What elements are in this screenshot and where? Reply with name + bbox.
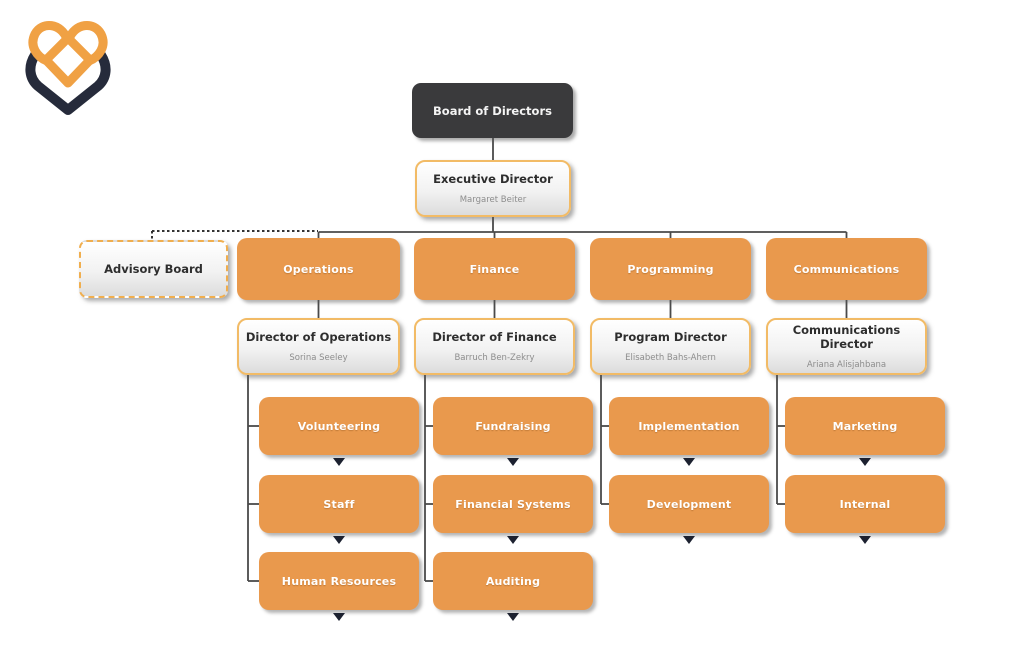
node-title: Operations [283, 262, 354, 276]
node-title: Director of Operations [245, 330, 392, 344]
node-title: Marketing [832, 419, 898, 433]
expand-arrow-icon[interactable] [507, 536, 519, 544]
node-program-director[interactable]: Program Director Elisabeth Bahs-Ahern [590, 318, 751, 375]
node-person-name: Sorina Seeley [289, 353, 348, 363]
node-volunteering[interactable]: Volunteering [259, 397, 419, 455]
node-title: Auditing [485, 574, 541, 588]
node-title: Executive Director [433, 172, 553, 186]
node-person-name: Ariana Alisjahbana [806, 360, 887, 370]
node-title: Internal [839, 497, 891, 511]
expand-arrow-icon[interactable] [333, 458, 345, 466]
expand-arrow-icon[interactable] [683, 536, 695, 544]
node-title: Staff [323, 497, 355, 511]
node-title: Financial Systems [455, 497, 571, 511]
node-person-name: Margaret Beiter [459, 195, 527, 205]
expand-arrow-icon[interactable] [507, 458, 519, 466]
node-marketing[interactable]: Marketing [785, 397, 945, 455]
node-title: Director of Finance [432, 330, 557, 344]
node-dept-programming[interactable]: Programming [590, 238, 751, 300]
node-title: Human Resources [281, 574, 397, 588]
node-dept-finance[interactable]: Finance [414, 238, 575, 300]
node-title: Program Director [614, 330, 727, 344]
node-title: Development [646, 497, 732, 511]
node-advisory-board[interactable]: Advisory Board [79, 240, 228, 298]
node-dept-operations[interactable]: Operations [237, 238, 400, 300]
node-director-of-finance[interactable]: Director of Finance Barruch Ben-Zekry [414, 318, 575, 375]
node-internal[interactable]: Internal [785, 475, 945, 533]
node-title: Volunteering [297, 419, 381, 433]
expand-arrow-icon[interactable] [333, 536, 345, 544]
expand-arrow-icon[interactable] [859, 536, 871, 544]
expand-arrow-icon[interactable] [333, 613, 345, 621]
company-logo [18, 8, 118, 116]
node-development[interactable]: Development [609, 475, 769, 533]
expand-arrow-icon[interactable] [507, 613, 519, 621]
node-implementation[interactable]: Implementation [609, 397, 769, 455]
node-fundraising[interactable]: Fundraising [433, 397, 593, 455]
node-staff[interactable]: Staff [259, 475, 419, 533]
expand-arrow-icon[interactable] [859, 458, 871, 466]
node-title: Finance [469, 262, 520, 276]
node-auditing[interactable]: Auditing [433, 552, 593, 610]
node-title: Fundraising [475, 419, 551, 433]
node-person-name: Barruch Ben-Zekry [454, 353, 535, 363]
node-human-resources[interactable]: Human Resources [259, 552, 419, 610]
node-communications-director[interactable]: Communications Director Ariana Alisjahba… [766, 318, 927, 375]
node-person-name: Elisabeth Bahs-Ahern [625, 353, 716, 363]
node-dept-communications[interactable]: Communications [766, 238, 927, 300]
node-executive-director[interactable]: Executive Director Margaret Beiter [415, 160, 571, 217]
node-title: Implementation [638, 419, 740, 433]
heart-chevron-logo-icon [25, 21, 111, 115]
node-title: Communications Director [792, 323, 901, 351]
expand-arrow-icon[interactable] [683, 458, 695, 466]
node-director-of-operations[interactable]: Director of Operations Sorina Seeley [237, 318, 400, 375]
node-board-of-directors[interactable]: Board of Directors [412, 83, 573, 138]
node-title: Programming [627, 262, 714, 276]
node-title: Advisory Board [104, 262, 203, 276]
node-title: Board of Directors [433, 103, 552, 118]
node-financial-systems[interactable]: Financial Systems [433, 475, 593, 533]
node-title: Communications [793, 262, 900, 276]
